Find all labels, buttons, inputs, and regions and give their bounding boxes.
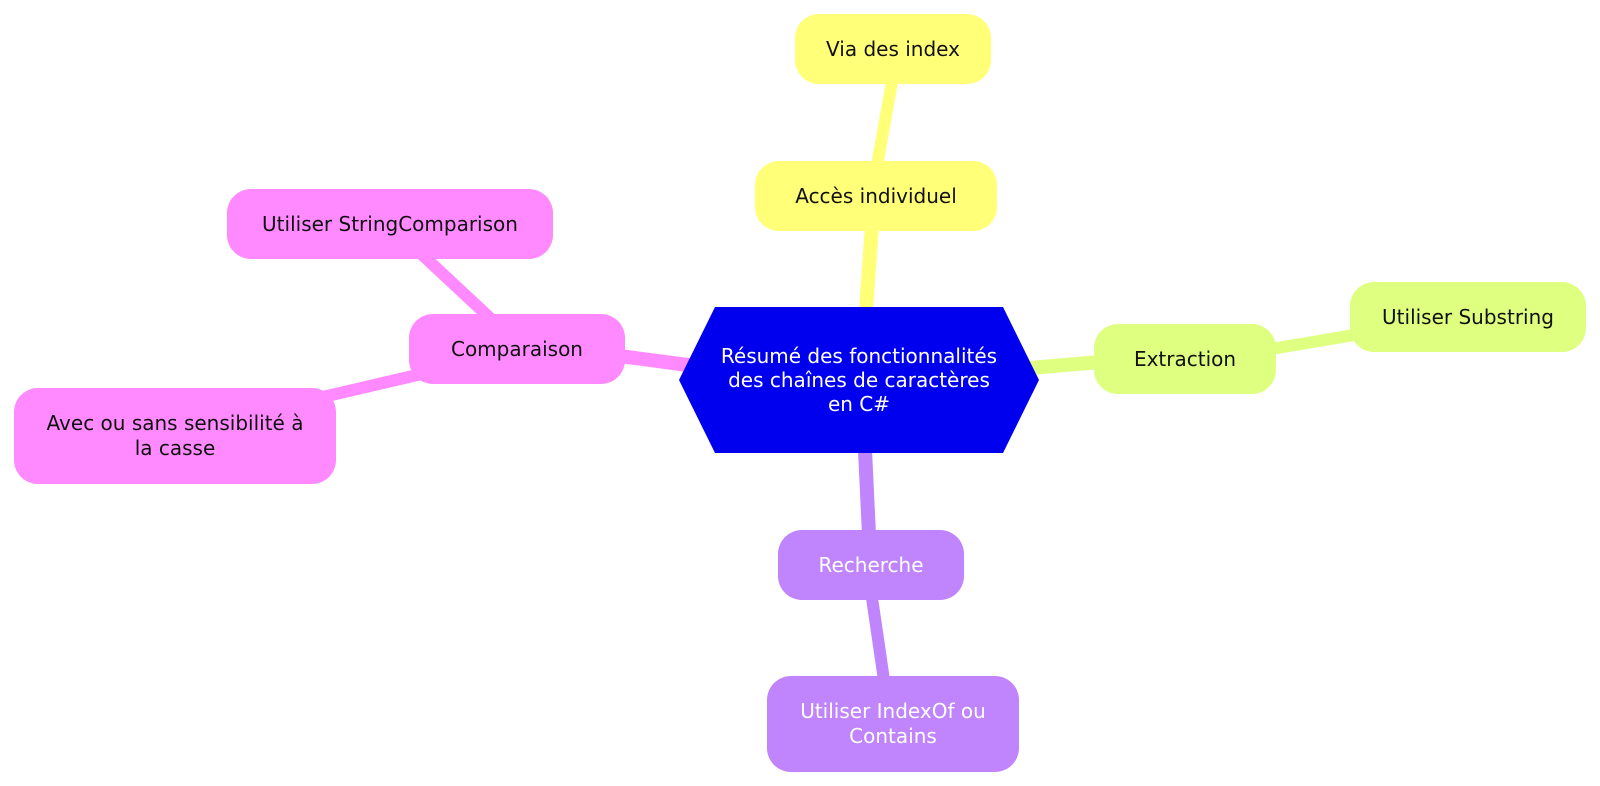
node-label: Utiliser StringComparison — [262, 211, 518, 236]
node-acces-individuel[interactable]: Accès individuel — [755, 161, 997, 231]
node-utiliser-stringcomparison[interactable]: Utiliser StringComparison — [227, 189, 553, 259]
edge-root-extraction — [1023, 355, 1107, 375]
node-label: Accès individuel — [795, 183, 957, 208]
node-label: Via des index — [826, 36, 960, 61]
node-label: Recherche — [818, 552, 924, 577]
node-label: Utiliser Substring — [1382, 304, 1554, 329]
node-utiliser-substring[interactable]: Utiliser Substring — [1350, 282, 1586, 352]
edge-root-acces — [859, 218, 879, 317]
edge-root-recherche — [858, 443, 876, 542]
node-extraction[interactable]: Extraction — [1094, 324, 1276, 394]
node-comparaison[interactable]: Comparaison — [409, 314, 625, 384]
node-label: Comparaison — [450, 336, 583, 361]
edge-acces-index — [872, 76, 898, 166]
root-label: Résumé des fonctionnalités des chaînes d… — [720, 344, 998, 416]
node-utiliser-indexof[interactable]: Utiliser IndexOf ou Contains — [767, 676, 1019, 772]
edge-comparaison-stringcomparison — [409, 242, 496, 324]
node-recherche[interactable]: Recherche — [778, 530, 964, 600]
root-hexagon — [679, 307, 1039, 453]
edge-root-comparaison — [613, 349, 702, 373]
edge-recherche-indexof — [866, 592, 890, 686]
node-label: Extraction — [1133, 346, 1237, 371]
node-label: Avec ou sans sensibilité à la casse — [46, 411, 304, 460]
node-label: Utiliser IndexOf ou Contains — [800, 699, 986, 748]
root-node[interactable]: Résumé des fonctionnalités des chaînes d… — [679, 307, 1039, 453]
edge-extraction-substring — [1259, 328, 1366, 356]
node-via-des-index[interactable]: Via des index — [795, 14, 991, 84]
node-sensibilite-casse[interactable]: Avec ou sans sensibilité à la casse — [14, 388, 336, 484]
